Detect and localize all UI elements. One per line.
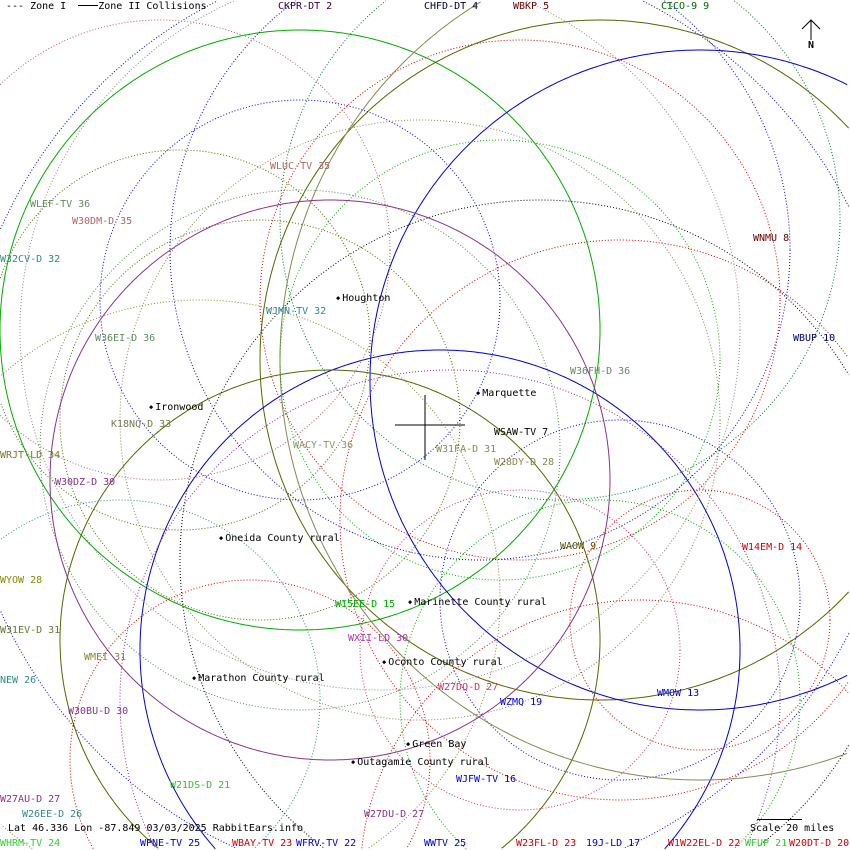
coverage-contour [361, 599, 849, 849]
coverage-contour [19, 0, 741, 691]
station-label[interactable]: W30BU-D 30 [68, 706, 129, 717]
station-label[interactable]: W30DM-D 35 [72, 216, 133, 227]
coverage-contour [279, 0, 841, 501]
station-label[interactable]: W21DS-D 21 [170, 780, 231, 791]
coverage-contour [279, 1, 848, 781]
scale-bar [757, 819, 802, 820]
coverage-contour [279, 139, 721, 581]
coverage-contour [439, 419, 801, 781]
station-label[interactable]: K18NQ-D 33 [111, 419, 172, 430]
city-marker[interactable]: Marquette [476, 388, 536, 399]
coverage-contour [119, 369, 781, 848]
station-label[interactable]: W14EM-D 14 [742, 542, 803, 553]
coverage-contour [59, 219, 461, 621]
station-label[interactable]: WNMU 8 [753, 233, 790, 244]
station-label[interactable]: WSAW-TV 7 [494, 427, 549, 438]
station-label[interactable]: WJMN-TV 32 [266, 306, 327, 317]
station-label[interactable]: W36FH-D 36 [570, 366, 631, 377]
station-label[interactable]: WACY-TV 36 [293, 440, 354, 451]
coverage-contour [399, 499, 801, 849]
city-marker[interactable]: Marathon County rural [192, 673, 324, 684]
coverage-contour [369, 49, 848, 711]
station-label[interactable]: W15EE-D 15 [335, 599, 396, 610]
station-label[interactable]: W32CV-D 32 [0, 254, 61, 265]
status-bar: Lat 46.336 Lon -87.849 03/03/2025 Rabbit… [8, 823, 304, 834]
north-arrow-icon [801, 19, 821, 40]
station-label[interactable]: WXII-LD 30 [348, 633, 409, 644]
coverage-contour [179, 199, 850, 848]
station-label[interactable]: W27DU-D 27 [364, 809, 425, 820]
station-label[interactable]: W28DY-D 28 [494, 457, 555, 468]
station-label[interactable]: W31FA-D 31 [436, 444, 497, 455]
city-marker[interactable]: Oconto County rural [382, 657, 502, 668]
station-label[interactable]: WMEI 31 [84, 652, 127, 663]
legend-zone2: Zone II Collisions [98, 1, 207, 12]
station-label[interactable]: NEW 26 [0, 675, 37, 686]
coverage-contour [259, 19, 850, 701]
city-marker[interactable]: Oneida County rural [219, 533, 339, 544]
station-label[interactable]: WYOW 28 [0, 575, 43, 586]
legend-solid-line [78, 5, 99, 6]
coverage-contour [119, 119, 721, 721]
station-label[interactable]: W23FL-D 23 [516, 838, 577, 849]
station-label[interactable]: WJFW-TV 16 [456, 774, 517, 785]
station-label[interactable]: WLUC-TV 35 [270, 161, 331, 172]
city-marker[interactable]: Marinette County rural [408, 597, 546, 608]
city-marker[interactable]: Green Bay [406, 739, 466, 750]
north-arrow: N [800, 18, 822, 51]
coverage-contour [339, 239, 849, 801]
station-label[interactable]: W27DQ-D 27 [438, 682, 499, 693]
coverage-contour [169, 0, 791, 561]
coverage-contour [49, 199, 611, 761]
legend: --- Zone I Zone II Collisions [6, 1, 207, 12]
station-label[interactable]: WAOW 9 [560, 541, 597, 552]
station-label[interactable]: 19J-LD 17 [586, 838, 641, 849]
coverage-contour [99, 99, 501, 501]
station-label[interactable]: WFUP 21 [745, 838, 788, 849]
station-label[interactable]: WHRM-TV 24 [0, 838, 61, 849]
coverage-contour [39, 189, 561, 711]
station-label[interactable]: W20DT-D 20 [789, 838, 850, 849]
station-label[interactable]: CKPR-DT 2 [278, 1, 333, 12]
station-label[interactable]: W27AU-D 27 [0, 794, 61, 805]
city-marker[interactable]: Houghton [336, 293, 390, 304]
coverage-contour [569, 489, 831, 751]
station-label[interactable]: WWTV 25 [424, 838, 467, 849]
coverage-contour [0, 499, 321, 849]
station-label[interactable]: WMOW 13 [657, 688, 700, 699]
coverage-contour [259, 39, 781, 561]
legend-zone1: --- Zone I [6, 1, 67, 12]
station-label[interactable]: CHFD-DT 4 [424, 1, 479, 12]
station-label[interactable]: W30DZ-D 30 [55, 477, 116, 488]
station-label[interactable]: W36EI-D 36 [95, 333, 156, 344]
station-label[interactable]: W26EE-D 26 [22, 809, 83, 820]
coverage-contour [139, 349, 741, 850]
station-label[interactable]: WBKP 5 [513, 1, 550, 12]
city-marker[interactable]: Outagamie County rural [351, 757, 489, 768]
station-label[interactable]: WPNE-TV 25 [140, 838, 201, 849]
station-label[interactable]: W31EV-D 31 [0, 625, 61, 636]
north-label: N [807, 40, 815, 51]
coverage-contour [0, 29, 601, 631]
station-label[interactable]: W1W22EL-D 22 [668, 838, 741, 849]
coverage-contour [0, 149, 371, 531]
station-label[interactable]: WZMQ 19 [500, 697, 543, 708]
station-label[interactable]: CICO-9 9 [661, 1, 710, 12]
station-label[interactable]: WRJT-LD 34 [0, 450, 61, 461]
station-label[interactable]: WLEF-TV 36 [30, 199, 91, 210]
coverage-contour [59, 369, 601, 849]
coverage-contour [69, 579, 431, 849]
scale-label: Scale 20 miles [750, 823, 835, 834]
station-label[interactable]: WBUP 10 [793, 333, 836, 344]
station-label[interactable]: WBAY-TV 23 [232, 838, 293, 849]
city-marker[interactable]: Ironwood [149, 402, 203, 413]
station-label[interactable]: WFRV-TV 22 [296, 838, 357, 849]
